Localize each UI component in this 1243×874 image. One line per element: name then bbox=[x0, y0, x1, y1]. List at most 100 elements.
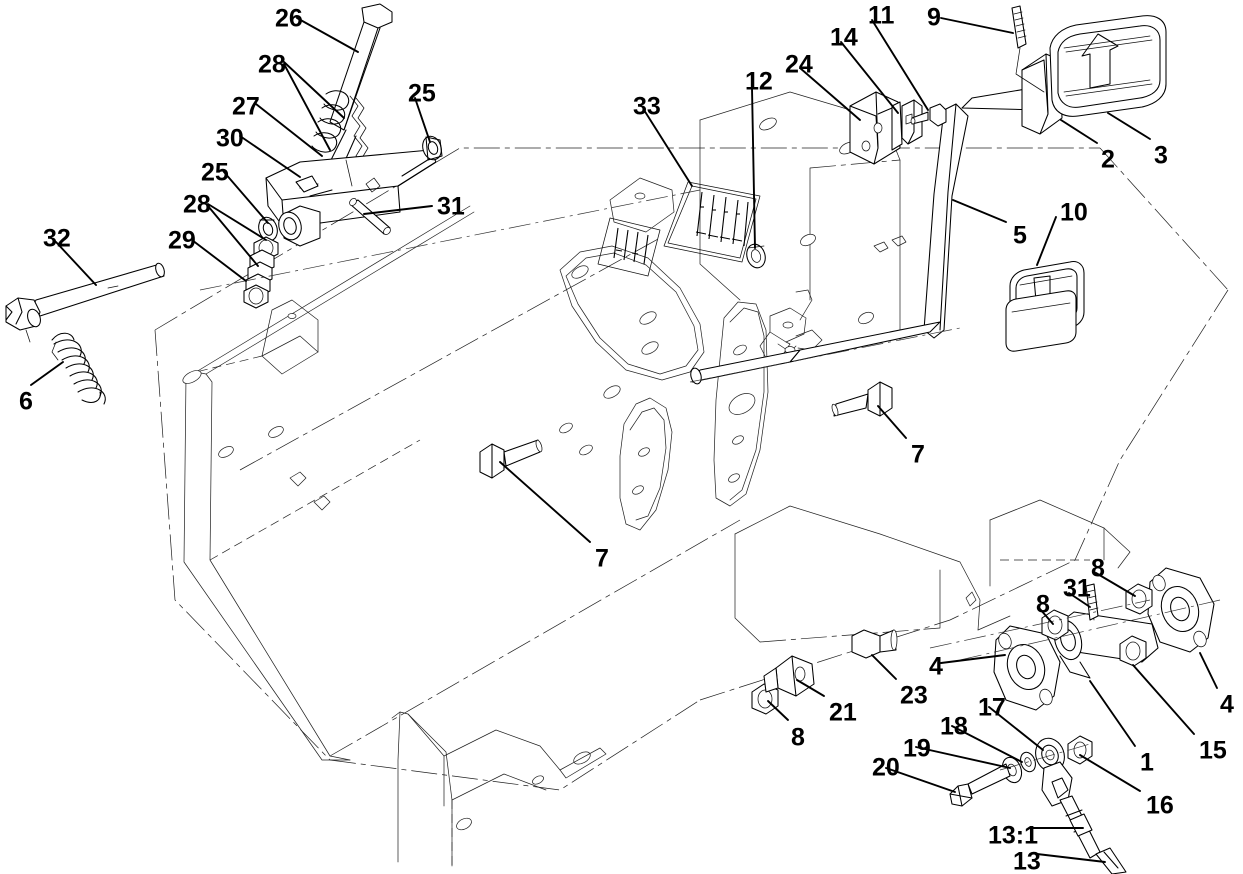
callout-number: 8 bbox=[791, 724, 805, 752]
callout-number: 20 bbox=[872, 754, 900, 782]
leader-line bbox=[940, 17, 1014, 34]
leader-line bbox=[952, 199, 1007, 223]
callout-30-lever-housing: 30 bbox=[216, 125, 301, 178]
item-31-roll-pin-lower bbox=[1085, 583, 1099, 621]
leader-line bbox=[988, 706, 1044, 751]
leader-line bbox=[767, 700, 789, 721]
leader-line bbox=[1132, 664, 1195, 735]
callout-21-clamp: 21 bbox=[796, 679, 857, 727]
callout-13-rod-assembly: 13 bbox=[1013, 848, 1106, 874]
callout-number: 7 bbox=[911, 441, 925, 469]
callout-25-bushing-lower: 25 bbox=[201, 159, 269, 224]
leader-line bbox=[799, 67, 861, 121]
callout-16-nut: 16 bbox=[1079, 754, 1174, 820]
callout-18-washer: 18 bbox=[940, 713, 1023, 763]
callout-number: 5 bbox=[1013, 222, 1027, 250]
callout-13-1-rod: 13:1 bbox=[988, 822, 1084, 850]
leader-line bbox=[1079, 754, 1141, 792]
callout-33-decal: 33 bbox=[633, 93, 693, 187]
item-7-bolt-left bbox=[479, 439, 543, 479]
item-5-pedal-shaft bbox=[690, 85, 1051, 385]
callout-number: 32 bbox=[43, 225, 71, 253]
leader-line bbox=[191, 239, 247, 282]
callout-number: 7 bbox=[595, 545, 609, 573]
leader-line bbox=[940, 654, 1006, 664]
callout-7-bolt-left: 7 bbox=[499, 461, 609, 573]
center-pedal-housing bbox=[559, 91, 1131, 643]
item-26-control-lever bbox=[265, 3, 437, 247]
callout-number: 28 bbox=[258, 51, 286, 79]
callout-number: 25 bbox=[201, 159, 229, 187]
callout-number: 4 bbox=[929, 653, 943, 681]
callout-number: 10 bbox=[1060, 199, 1088, 227]
leader-line bbox=[751, 87, 756, 249]
callout-3-pedal-pad-right: 3 bbox=[1107, 112, 1168, 170]
callout-7-bolt-right: 7 bbox=[877, 405, 925, 469]
callout-5-pedal-shaft: 5 bbox=[952, 199, 1027, 250]
callout-24-bracket: 24 bbox=[785, 51, 861, 121]
callout-6-extension-spring: 6 bbox=[19, 361, 64, 416]
callout-31-roll-pin-lower: 31 bbox=[1063, 575, 1091, 608]
callout-27-spring: 27 bbox=[232, 93, 323, 157]
callout-number: 3 bbox=[1154, 142, 1168, 170]
callout-number: 28 bbox=[183, 191, 211, 219]
callout-number: 13 bbox=[1013, 848, 1041, 874]
item-4-flange-bearing-left bbox=[993, 625, 1061, 711]
callout-26-control-lever: 26 bbox=[275, 5, 359, 53]
callout-15-nut: 15 bbox=[1132, 664, 1227, 765]
leader-line bbox=[871, 654, 897, 680]
leader-line bbox=[207, 203, 267, 267]
callout-number: 14 bbox=[830, 24, 858, 52]
item-17-18-19-20-bolt-stack bbox=[949, 737, 1065, 807]
callout-number: 26 bbox=[275, 5, 303, 33]
decal-label-plate bbox=[597, 181, 761, 277]
leader-line bbox=[796, 679, 825, 697]
callout-32-rod: 32 bbox=[43, 225, 97, 286]
assembly-centerlines bbox=[199, 189, 1221, 771]
callout-12-bushing: 12 bbox=[745, 68, 773, 249]
callout-8-nut-lower: 8 bbox=[767, 700, 805, 752]
up-arrow-icon bbox=[1081, 33, 1119, 89]
leader-line bbox=[363, 205, 433, 215]
item-25-bushing-lower bbox=[258, 216, 278, 242]
item-23-pin bbox=[851, 629, 898, 659]
callout-number: 31 bbox=[437, 193, 465, 221]
callout-20-bolt: 20 bbox=[872, 754, 956, 793]
callout-10-pedal-pad-left: 10 bbox=[1036, 199, 1088, 266]
callout-number: 17 bbox=[978, 694, 1006, 722]
leader-line bbox=[1060, 119, 1098, 144]
callout-17-bearing: 17 bbox=[978, 694, 1044, 751]
callout-8-nut-left: 8 bbox=[1036, 591, 1054, 625]
leader-line bbox=[877, 405, 907, 439]
item-12-bushing bbox=[746, 243, 766, 269]
callout-4-flange-left: 4 bbox=[929, 653, 1006, 681]
leader-line bbox=[840, 41, 899, 114]
callout-number: 6 bbox=[19, 388, 33, 416]
callout-number: 4 bbox=[1220, 691, 1234, 719]
item-7-bolt-right bbox=[831, 381, 893, 417]
callout-28-nuts-upper: 28 bbox=[258, 51, 345, 151]
item-8-nuts bbox=[751, 583, 1153, 715]
callout-number: 16 bbox=[1146, 792, 1174, 820]
leader-line bbox=[30, 361, 64, 386]
item-21-clamp bbox=[763, 655, 815, 697]
item-10-left-pedal-pad bbox=[1005, 261, 1085, 352]
leader-line bbox=[239, 135, 301, 178]
callout-number: 23 bbox=[900, 682, 928, 710]
callout-number: 2 bbox=[1101, 146, 1115, 174]
leader-line bbox=[55, 241, 97, 286]
leader-line bbox=[223, 171, 269, 224]
callout-number: 27 bbox=[232, 93, 260, 121]
callout-28-nuts-lower: 28 bbox=[183, 191, 267, 267]
item-32-rod bbox=[5, 262, 165, 343]
item-28-29-nut-stack bbox=[243, 236, 279, 309]
leader-line bbox=[1036, 216, 1057, 266]
callout-19-washer: 19 bbox=[903, 735, 1011, 769]
leader-line bbox=[1095, 572, 1136, 597]
leader-line bbox=[1068, 592, 1091, 608]
item-9-pin bbox=[1011, 5, 1045, 93]
callout-number: 33 bbox=[633, 93, 661, 121]
leader-line bbox=[414, 97, 431, 143]
